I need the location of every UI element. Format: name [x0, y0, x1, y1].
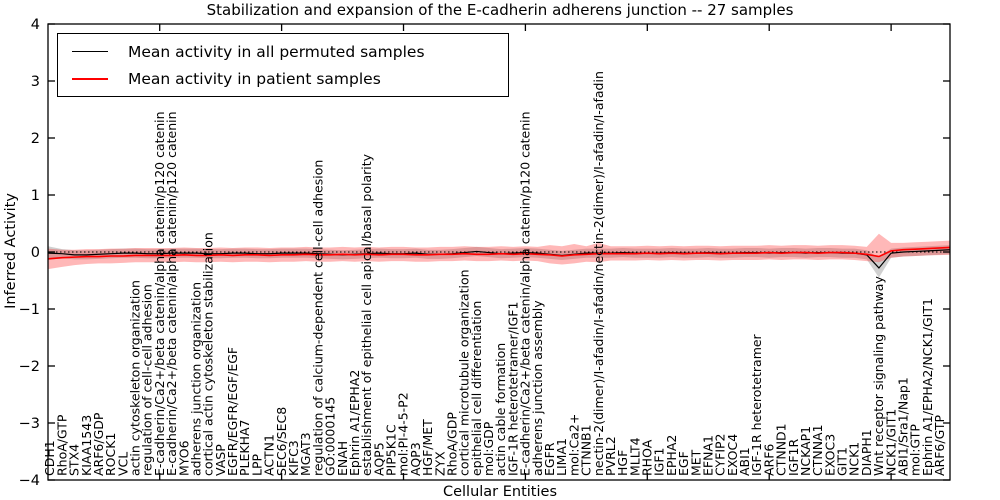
x-tick-label: CDH1	[42, 440, 57, 476]
x-tick-label: adherens junction organization	[188, 282, 203, 476]
x-tick-label: cortical microtubule organization	[457, 269, 472, 476]
x-tick-label: ARF6/GDP	[91, 412, 106, 476]
legend-label-patient: Mean activity in patient samples	[128, 69, 381, 88]
y-tick-label: 1	[31, 188, 40, 204]
x-tick-label: ZYX	[432, 451, 447, 476]
y-tick-label: −4	[19, 473, 40, 489]
x-tick-label: Ephrin A1/EPHA2	[347, 370, 362, 476]
x-tick-label: CYFIP2	[713, 433, 728, 476]
y-tick-label: −1	[19, 302, 40, 318]
x-tick-label: PLEKHA7	[237, 419, 252, 476]
y-tick-label: −2	[19, 359, 40, 375]
x-tick-label: EXOC3	[822, 434, 837, 476]
x-tick-label: ARF6	[761, 444, 776, 476]
x-tick-label: IGF-1R heterotetramer/IGF1	[505, 302, 520, 476]
x-tick-label: LPP	[249, 453, 264, 476]
x-tick-label: STX4	[67, 444, 82, 476]
x-tick-label: mol:GDP	[481, 421, 496, 476]
x-tick-label: E-cadherin/Ca2+/beta catenin/alpha caten…	[518, 111, 533, 476]
x-tick-label: ABI1	[737, 447, 752, 476]
x-tick-label: IGF-1R heterotetramer	[749, 333, 764, 476]
x-tick-label: EFNA1	[700, 435, 715, 476]
x-tick-label: E-cadherin/Ca2+/beta catenin/alpha caten…	[164, 111, 179, 476]
x-tick-label: EPHA2	[664, 435, 679, 476]
x-tick-label: EXOC4	[725, 434, 740, 476]
x-tick-label: cortical actin cytoskeleton stabilizatio…	[201, 232, 216, 476]
x-tick-label: MYO6	[176, 440, 191, 476]
x-tick-label: ROCK1	[103, 433, 118, 476]
y-tick-label: 4	[31, 17, 40, 33]
patient-confidence-band	[48, 233, 950, 270]
patient-mean-line	[47, 246, 951, 260]
x-tick-label: establishment of epithelial cell apical/…	[359, 153, 374, 476]
legend: Mean activity in all permuted samples Me…	[57, 33, 509, 97]
x-tick-label: actin cable formation	[493, 343, 508, 476]
x-tick-label: KIAA1543	[79, 415, 94, 476]
x-tick-label: ENAH	[335, 441, 350, 476]
x-tick-label: Wnt receptor signaling pathway	[871, 276, 886, 476]
x-tick-label: EGF	[676, 451, 691, 476]
legend-item-permuted: Mean activity in all permuted samples	[72, 39, 508, 65]
x-tick-label: VCL	[115, 452, 130, 476]
x-tick-label: IGF1R	[786, 438, 801, 476]
x-tick-label: AQP5	[371, 442, 386, 476]
permuted-line-swatch	[72, 50, 108, 53]
x-tick-label: epithelial cell differentiation	[469, 301, 484, 476]
x-tick-label: SEC6/SEC8	[274, 407, 289, 476]
x-tick-label: EGFR/EGFR/EGF/EGF	[225, 347, 240, 476]
x-tick-label: CTNNB1	[579, 424, 594, 476]
x-tick-label: nectin-2(dimer)/I-afadin/I-afadin/nectin…	[591, 71, 606, 476]
x-tick-label: adherens junction assembly	[530, 300, 545, 476]
x-tick-label: MGAT3	[298, 432, 313, 476]
patient-line-swatch	[72, 77, 108, 80]
legend-item-patient: Mean activity in patient samples	[72, 66, 508, 92]
x-tick-label: NCK1/GIT1	[883, 409, 898, 476]
x-tick-label: NCKAP1	[798, 426, 813, 476]
x-tick-label: KIFC3	[286, 440, 301, 476]
y-axis-label: Inferred Activity	[3, 193, 19, 309]
x-tick-label: MET	[688, 449, 703, 476]
x-tick-label: HGF	[615, 450, 630, 476]
x-tick-label: Ephrin A1/EPHA2/NCK1/GIT1	[920, 298, 935, 476]
x-tick-label: CTNND1	[774, 423, 789, 476]
x-tick-label: DIAPH1	[859, 429, 874, 476]
x-tick-label: HGF/MET	[420, 419, 435, 476]
x-tick-label: mol:GTP	[908, 424, 923, 476]
x-tick-label: GIT1	[835, 447, 850, 476]
x-tick-label: ACTN1	[262, 434, 277, 476]
x-tick-label: CTNNA1	[810, 424, 825, 476]
x-tick-label: RhoA/GTP	[54, 414, 69, 476]
x-tick-label: RhoA/GDP	[444, 412, 459, 476]
x-tick-label: regulation of calcium-dependent cell-cel…	[310, 160, 325, 476]
x-tick-label: NCK1	[847, 442, 862, 476]
x-tick-label: actin cytoskeleton organization	[128, 280, 143, 476]
x-tick-label: IGF1	[652, 447, 667, 476]
chart-title: Stabilization and expansion of the E-cad…	[206, 1, 794, 19]
x-tick-label: ABI1/Sra1/Nap1	[896, 377, 911, 476]
x-tick-label: EGFR	[542, 442, 557, 476]
x-axis-label: Cellular Entities	[442, 484, 558, 500]
x-tick-label: PVRL2	[603, 436, 618, 476]
x-tick-label: MLLT4	[627, 437, 642, 476]
y-tick-label: 0	[31, 245, 40, 261]
x-tick-label: AQP3	[408, 442, 423, 476]
x-tick-label: regulation of cell-cell adhesion	[140, 284, 155, 476]
x-tick-label: LIMA1	[554, 438, 569, 476]
legend-label-permuted: Mean activity in all permuted samples	[128, 42, 425, 61]
x-tick-label: ARF6/GTP	[932, 415, 947, 476]
y-tick-label: 2	[31, 131, 40, 147]
x-tick-label: RHOA	[640, 439, 655, 476]
x-tick-label: PIP5K1C	[384, 424, 399, 476]
x-tick-label: mol:PI-4-5-P2	[396, 392, 411, 476]
y-tick-label: −3	[19, 416, 40, 432]
x-tick-label: E-cadherin/Ca2+/beta catenin/alpha caten…	[152, 111, 167, 476]
y-tick-label: 3	[31, 74, 40, 90]
x-tick-label: VASP	[213, 444, 228, 476]
x-tick-label: GO:0000145	[323, 397, 338, 476]
x-tick-label: mol:Ca2+	[566, 414, 581, 476]
